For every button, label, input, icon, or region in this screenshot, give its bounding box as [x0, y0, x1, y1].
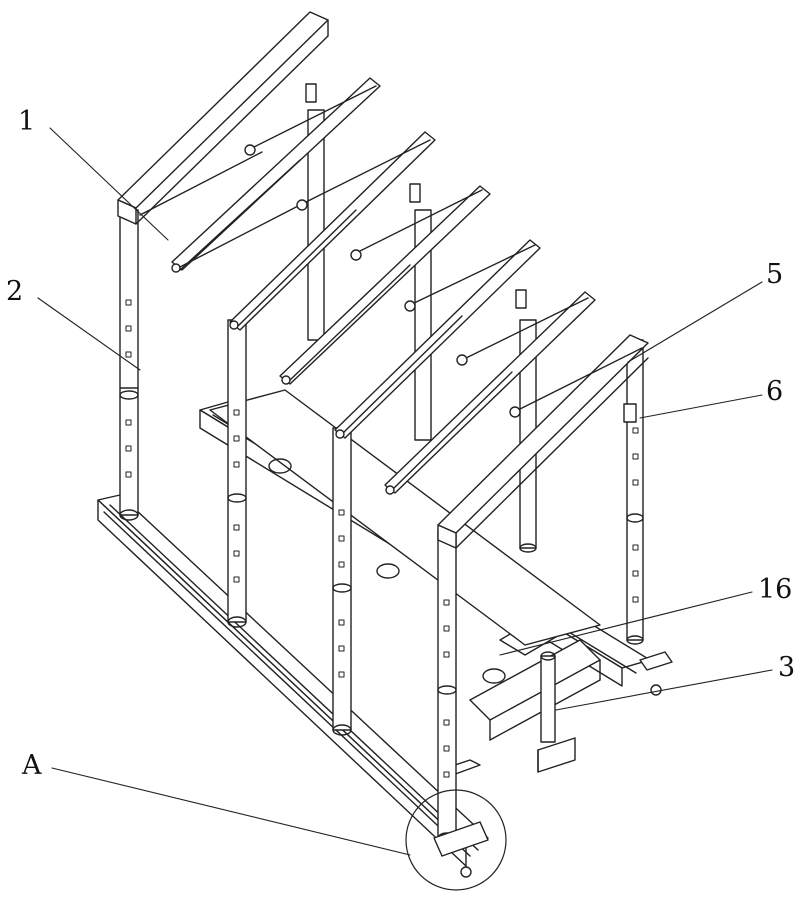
callout-1: 1	[18, 106, 36, 137]
callout-a: A	[22, 750, 42, 781]
callout-2: 2	[6, 276, 24, 307]
callout-6: 6	[766, 376, 784, 407]
support-posts	[119, 109, 644, 844]
clamp-blocks	[305, 83, 637, 423]
corner-feet	[433, 651, 673, 878]
callout-3: 3	[778, 652, 796, 683]
callout-5: 5	[766, 259, 784, 290]
leader-lines	[37, 127, 773, 856]
post-holes	[125, 299, 639, 778]
scissor-frame	[117, 11, 649, 549]
base-frame	[97, 389, 651, 867]
detail-circle-a	[405, 789, 507, 891]
callout-16: 16	[758, 574, 793, 605]
